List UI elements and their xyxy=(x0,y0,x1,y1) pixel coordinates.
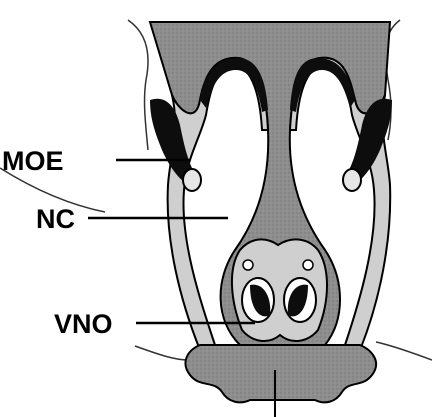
palate-base xyxy=(185,345,376,402)
left-vno-vessel xyxy=(243,260,253,270)
right-lower-outline xyxy=(376,342,432,360)
left-lower-outline xyxy=(135,346,188,360)
right-vno-vessel xyxy=(303,260,313,270)
left-turbinate-tip xyxy=(183,169,201,191)
left-outer-outline xyxy=(128,20,148,150)
moe-label: MOE xyxy=(2,146,64,176)
right-turbinate-tip xyxy=(343,169,361,191)
vno-label: VNO xyxy=(54,309,113,339)
nc-label: NC xyxy=(36,204,75,234)
